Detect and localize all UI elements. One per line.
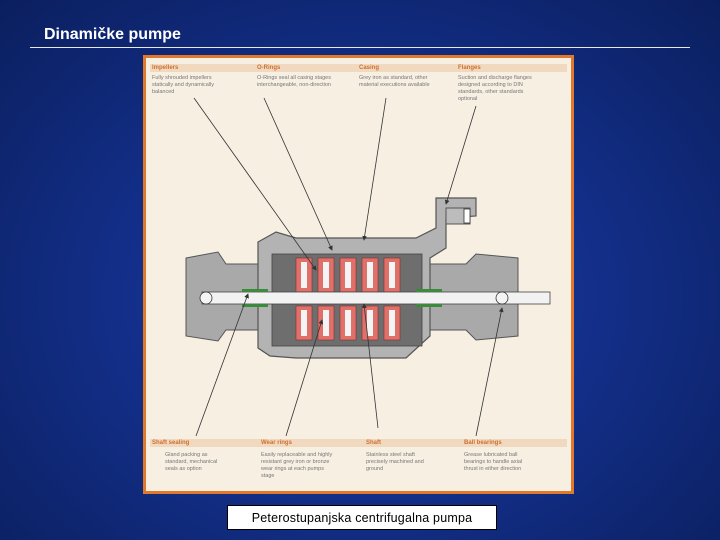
label-wear-rings-heading: Wear rings (261, 440, 292, 446)
pump-cross-section (185, 97, 551, 437)
title-underline (30, 47, 690, 48)
shaft-seals (242, 289, 442, 307)
label-flanges-heading: Flanges (458, 65, 481, 71)
bottom-label-band (150, 439, 567, 447)
label-impellers-heading: Impellers (152, 65, 179, 71)
label-shaft-heading: Shaft (366, 440, 381, 446)
label-shaft-sealing-heading: Shaft sealing (152, 440, 190, 446)
slide-title: Dinamičke pumpe (44, 26, 181, 43)
left-ball-bearing (199, 291, 213, 305)
figure-caption: Peterostupanjska centrifugalna pumpa (227, 505, 497, 530)
label-ball-bearings-heading: Ball bearings (464, 440, 502, 446)
top-label-band (150, 64, 567, 72)
label-orings-heading: O-Rings (257, 65, 281, 71)
label-casing-heading: Casing (359, 65, 380, 71)
right-ball-bearing (495, 291, 509, 305)
